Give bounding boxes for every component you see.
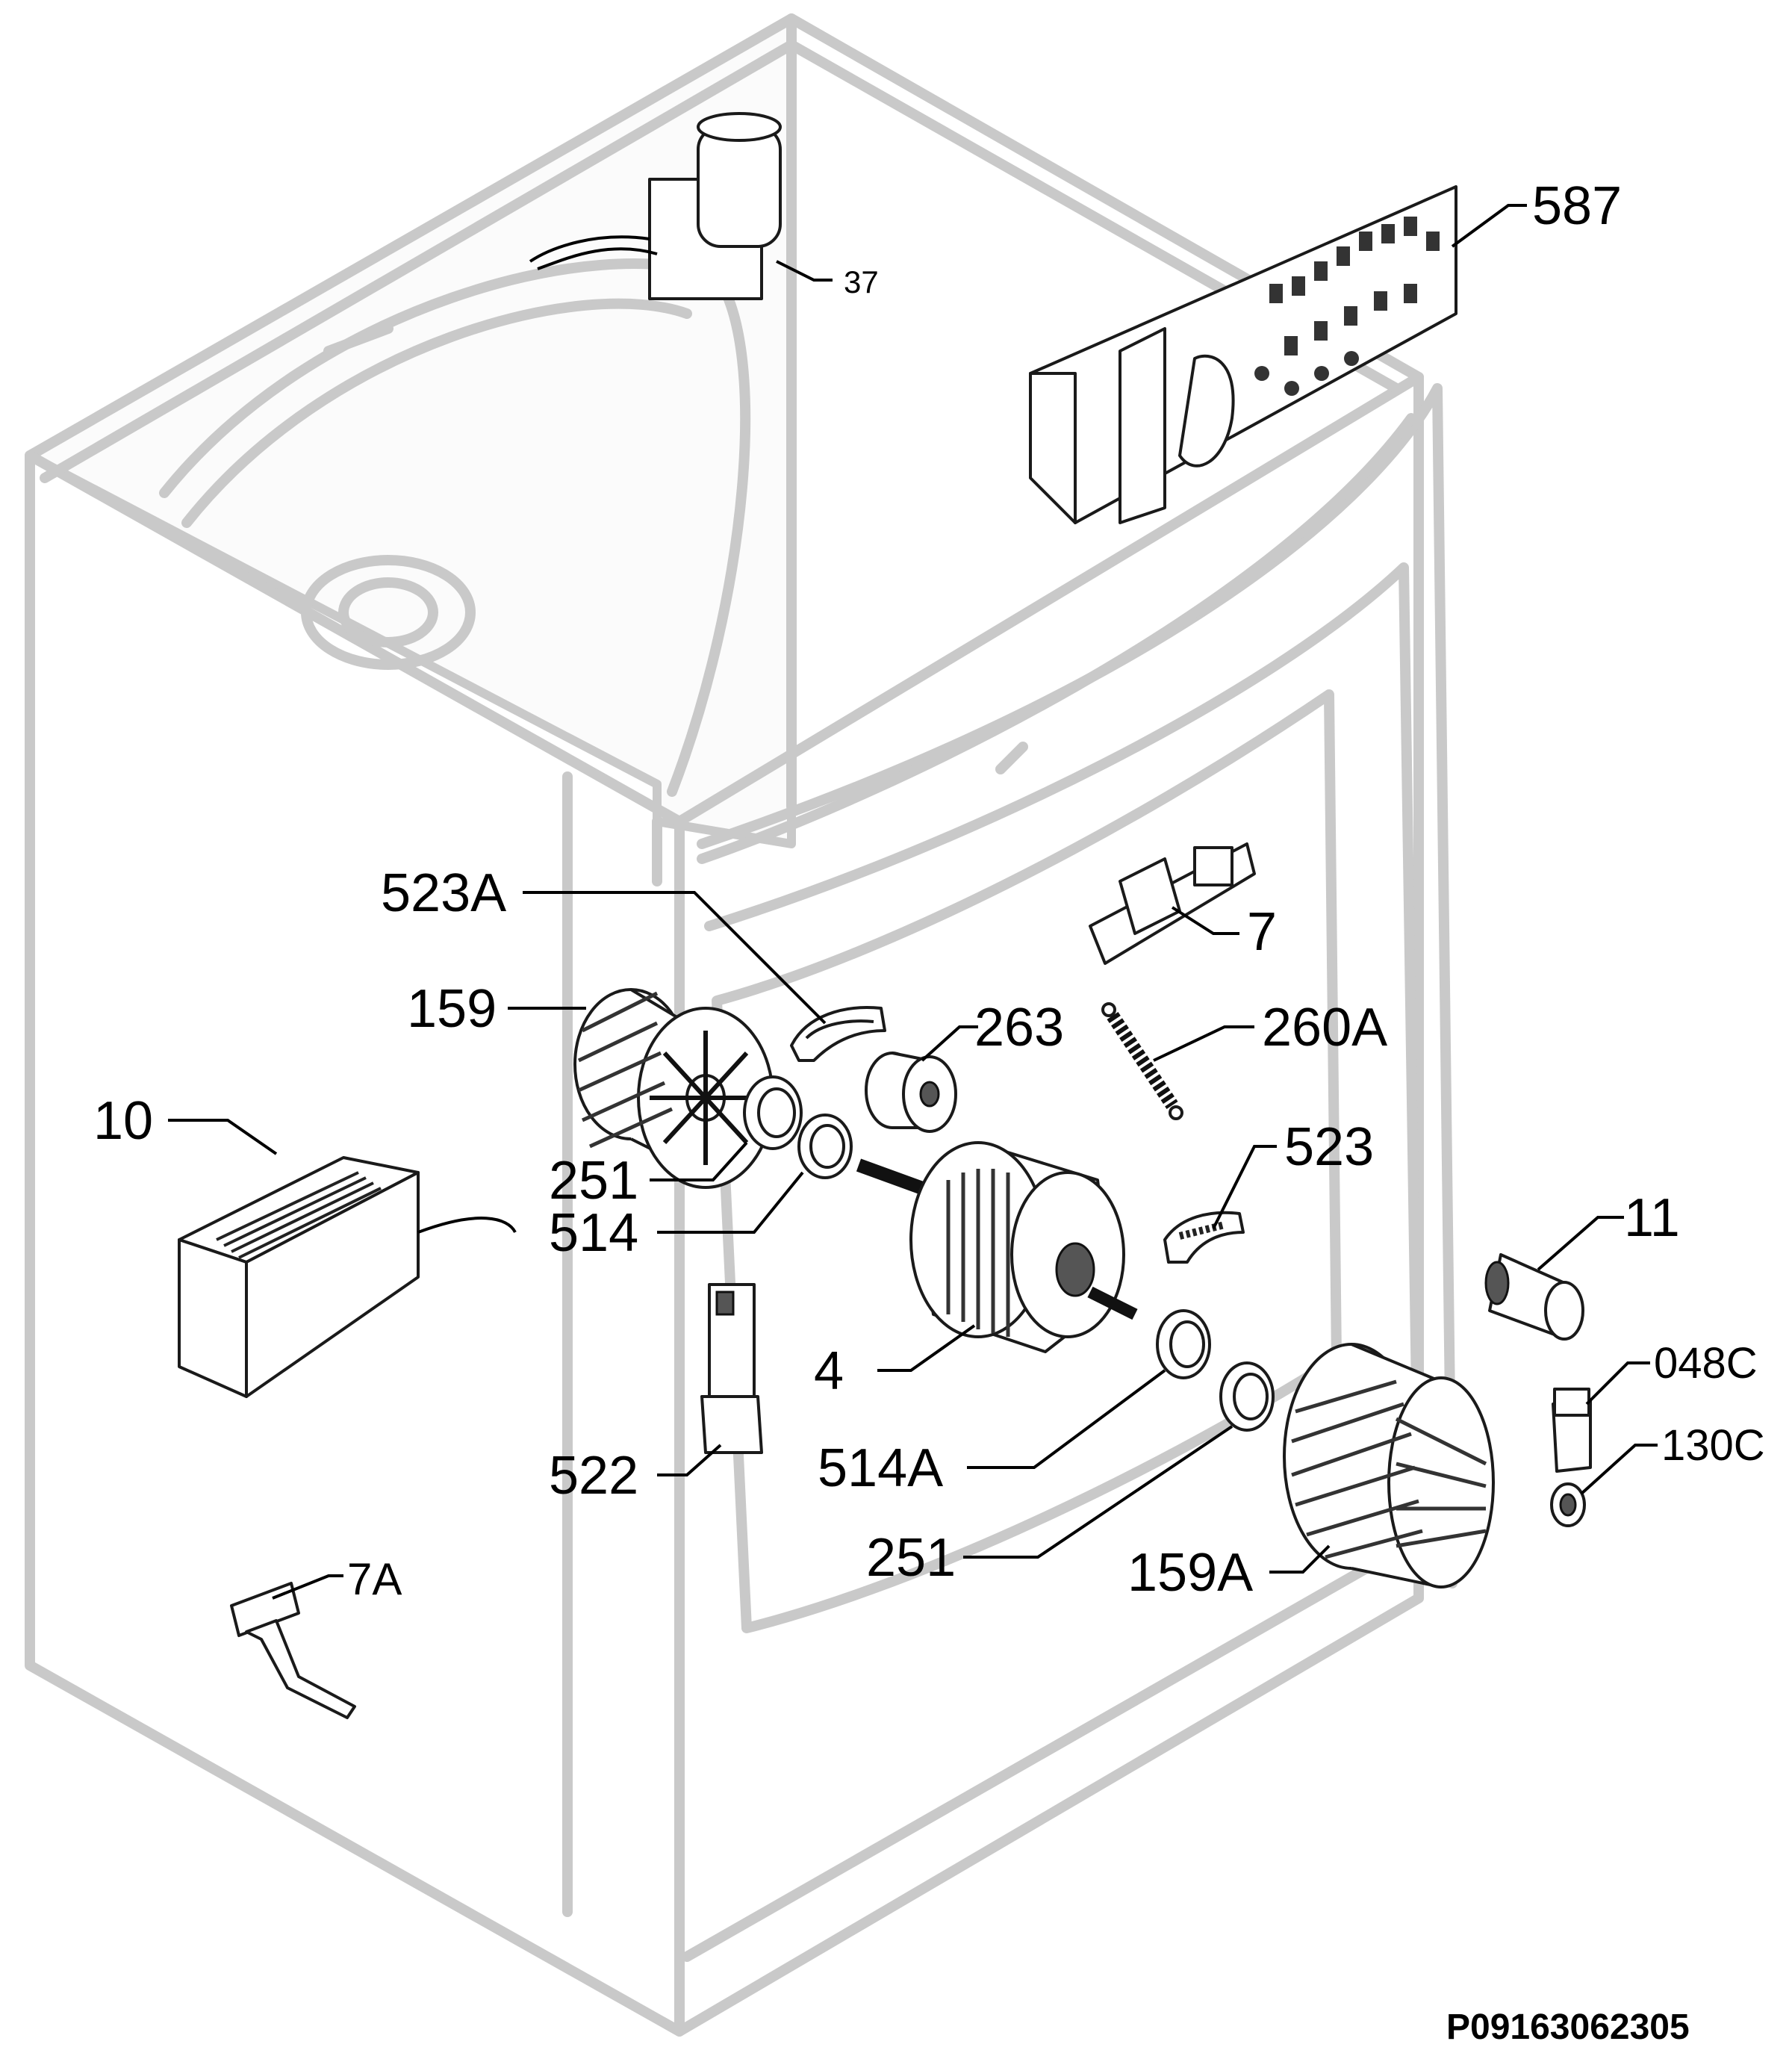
leader-523A (523, 891, 827, 1025)
leader-263 (921, 1025, 978, 1062)
callout-514A: 514A (818, 1438, 943, 1498)
part-251-bearing-ring-lower (1219, 1361, 1275, 1432)
part-523A-bracket (790, 1006, 886, 1062)
callout-7: 7 (1247, 902, 1277, 962)
part-10-heater (178, 1156, 517, 1398)
part-37-suppressor (529, 112, 782, 300)
leader-130C (1580, 1444, 1658, 1495)
document-id: P09163062305 (1446, 2007, 1690, 2047)
leader-514 (657, 1171, 804, 1234)
callout-523: 523 (1284, 1117, 1374, 1177)
part-260A-spring (1101, 1002, 1183, 1120)
leader-7 (1171, 906, 1239, 935)
leader-159A (1269, 1544, 1331, 1574)
callout-4: 4 (814, 1341, 844, 1401)
part-587-control-board (1029, 185, 1457, 524)
callout-130C: 130C (1661, 1421, 1765, 1470)
callout-587: 587 (1532, 176, 1622, 236)
callout-159A: 159A (1127, 1543, 1253, 1603)
callout-159: 159 (407, 979, 497, 1039)
part-130C-grommet (1550, 1482, 1586, 1527)
leader-522 (657, 1444, 722, 1476)
part-7-door-switch (1089, 842, 1256, 965)
callout-523A: 523A (381, 863, 506, 923)
leader-10 (168, 1119, 278, 1155)
callout-251-upper: 251 (549, 1151, 638, 1211)
part-048C-sensor (1552, 1388, 1592, 1473)
part-159A-blower-wheel (1283, 1343, 1495, 1588)
callout-048C: 048C (1654, 1339, 1758, 1388)
callout-263: 263 (974, 998, 1064, 1057)
callout-37: 37 (844, 264, 879, 299)
callout-260A: 260A (1262, 998, 1387, 1057)
part-522-sensor (700, 1283, 763, 1454)
part-514A-bearing-ring (1156, 1309, 1211, 1379)
leader-251-upper (650, 1141, 748, 1181)
callout-251-lower: 251 (866, 1528, 956, 1588)
part-523-bracket (1163, 1211, 1245, 1264)
part-4-motor (856, 1141, 1138, 1353)
callout-514: 514 (549, 1203, 638, 1263)
part-11-capacitor (1484, 1253, 1584, 1341)
leader-587 (1451, 204, 1527, 248)
part-514-bearing-ring (797, 1114, 853, 1179)
part-251-bearing-ring-upper (743, 1075, 803, 1150)
leader-11 (1537, 1216, 1624, 1271)
leader-523 (1212, 1145, 1277, 1229)
leader-251-lower (963, 1425, 1233, 1559)
leader-4 (877, 1324, 976, 1372)
callout-522: 522 (549, 1446, 638, 1506)
callout-10: 10 (93, 1091, 153, 1151)
callout-11: 11 (1624, 1188, 1680, 1248)
leader-514A (967, 1369, 1166, 1469)
part-159-fan-rotor (573, 988, 774, 1189)
part-263-pulley (865, 1052, 957, 1133)
leader-7A (272, 1574, 343, 1600)
part-7A-micro-switch (230, 1582, 356, 1719)
leader-260A (1153, 1025, 1254, 1062)
callout-7A: 7A (347, 1554, 402, 1604)
leader-048C (1585, 1361, 1650, 1406)
leader-37 (776, 260, 833, 282)
